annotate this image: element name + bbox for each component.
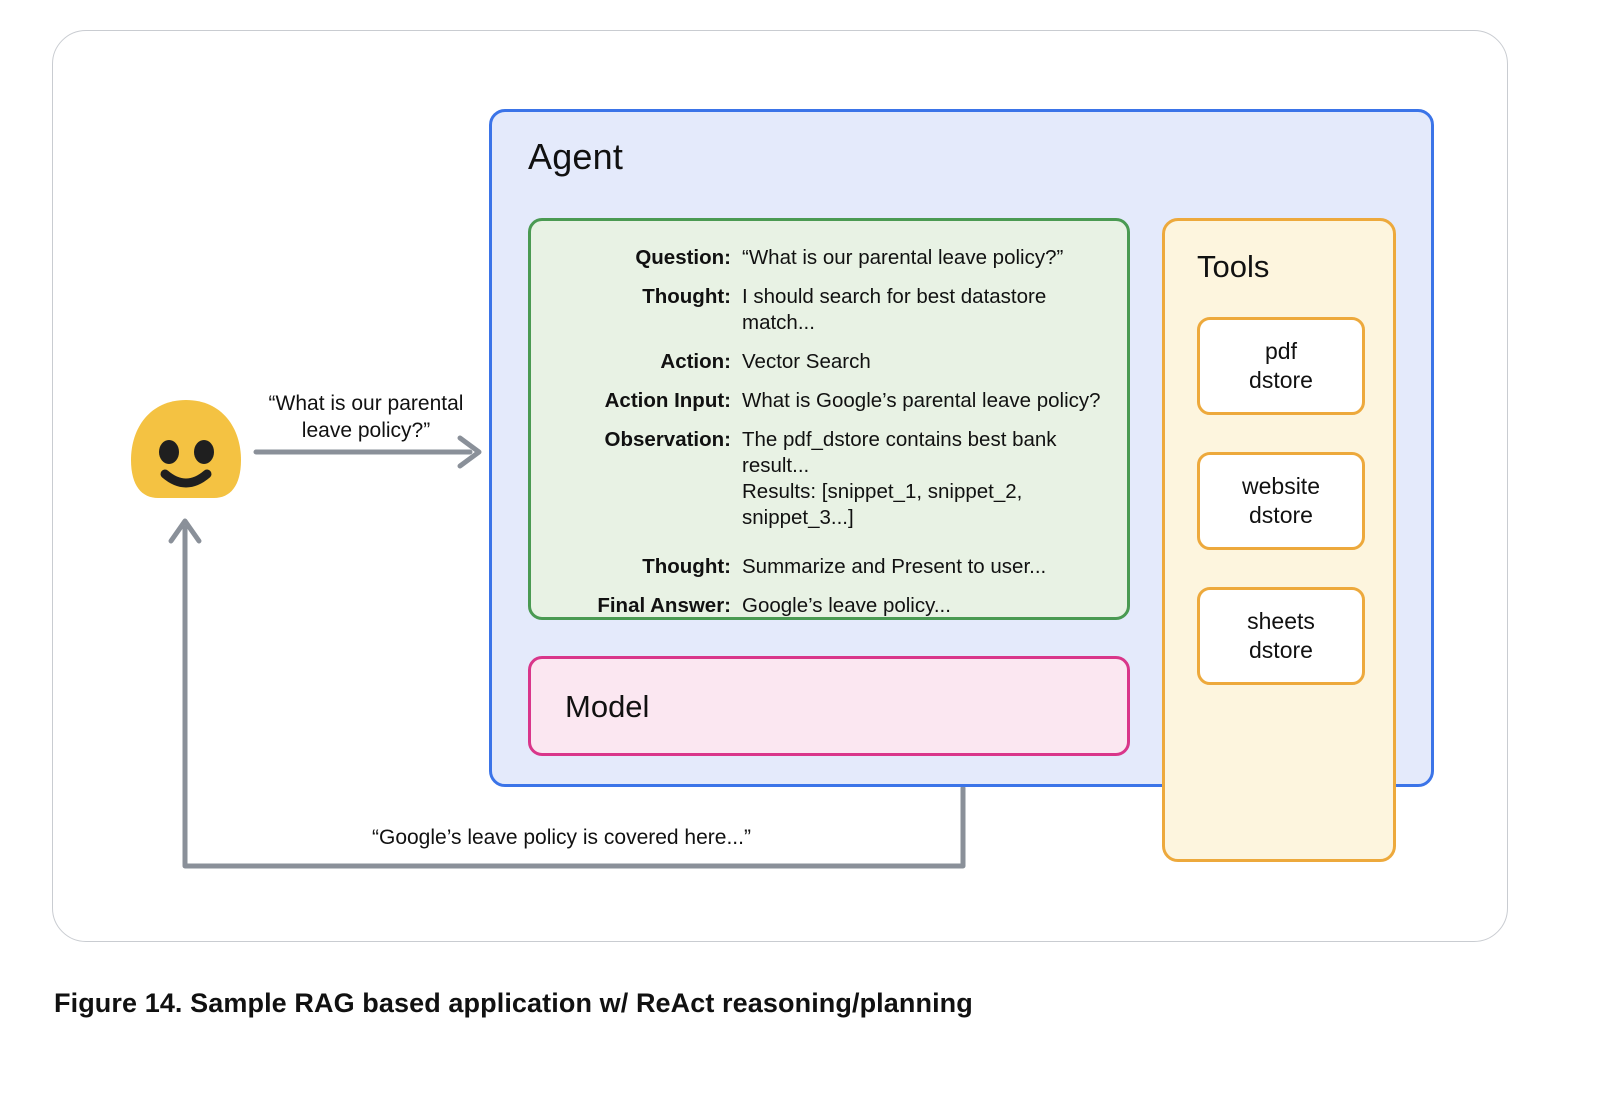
trace-value: What is Google’s parental leave policy? [742, 389, 1101, 412]
tool-card-website-dstore[interactable]: website dstore [1197, 452, 1365, 550]
trace-row-thought-1: Thought: I should search for best datast… [531, 284, 1111, 336]
trace-label: Observation: [604, 428, 731, 451]
trace-row-action-input: Action Input: What is Google’s parental … [531, 388, 1111, 414]
tool-card-sheets-dstore[interactable]: sheets dstore [1197, 587, 1365, 685]
agent-title: Agent [528, 136, 624, 177]
trace-label: Question: [635, 246, 731, 269]
model-title: Model [565, 689, 650, 724]
trace-value: Vector Search [742, 350, 871, 373]
trace-value: I should search for best datastore match… [742, 285, 1047, 334]
agent-panel: Agent Question: “What is our parental le… [489, 109, 1434, 862]
smiley-blob-avatar-icon [131, 400, 241, 498]
react-trace-box: Question: “What is our parental leave po… [528, 218, 1130, 620]
trace-label: Thought: [642, 285, 731, 308]
trace-label: Final Answer: [597, 594, 731, 617]
agent-response-label: “Google’s leave policy is covered here..… [372, 826, 751, 849]
tools-panel: Tools pdf dstore website dstore sheets d… [1162, 218, 1396, 862]
figure-caption: Figure 14. Sample RAG based application … [54, 988, 973, 1018]
model-box: Model [528, 656, 1130, 756]
trace-label: Thought: [642, 555, 731, 578]
trace-value: “What is our parental leave policy?” [742, 246, 1064, 269]
trace-value: The pdf_dstore contains best bank result… [742, 428, 1057, 529]
trace-value: Google’s leave policy... [742, 594, 951, 617]
trace-row-thought-2: Thought: Summarize and Present to user..… [531, 554, 1111, 580]
tool-card-pdf-dstore[interactable]: pdf dstore [1197, 317, 1365, 415]
trace-label: Action: [660, 350, 731, 373]
trace-row-observation: Observation: The pdf_dstore contains bes… [531, 427, 1111, 531]
trace-row-action: Action: Vector Search [531, 349, 1111, 375]
trace-row-question: Question: “What is our parental leave po… [531, 245, 1111, 271]
tools-title: Tools [1197, 249, 1270, 284]
user-question-label: “What is our parental leave policy?” [268, 392, 464, 442]
trace-label: Action Input: [604, 389, 731, 412]
trace-value: Summarize and Present to user... [742, 555, 1047, 578]
trace-row-final-answer: Final Answer: Google’s leave policy... [531, 593, 1111, 619]
